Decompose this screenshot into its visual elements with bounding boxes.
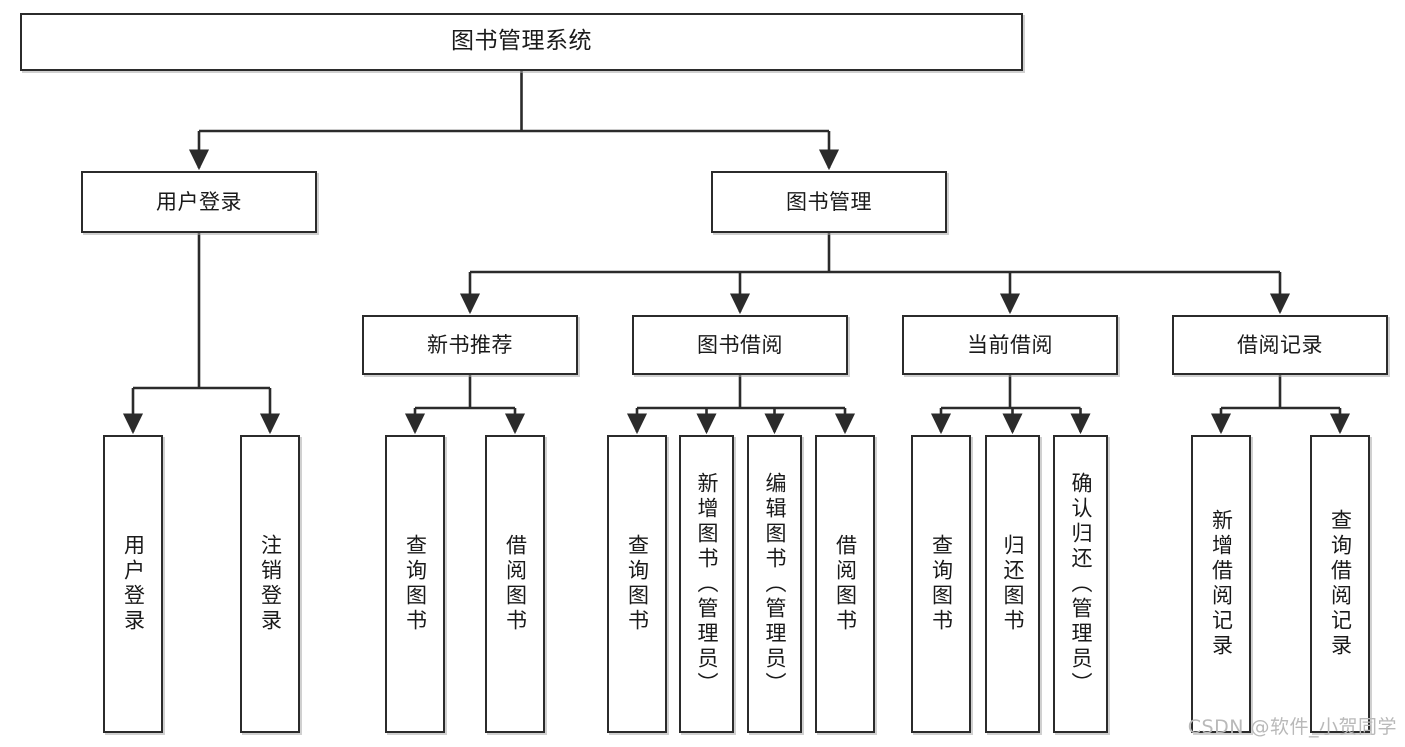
watermark-text: CSDN @软件_小贺同学 [1187,716,1397,738]
node-label: 查询图书 [625,534,650,634]
node-label: 图书借阅 [697,332,783,357]
node-leaf-query-book-3[interactable]: 查询图书 [911,435,971,733]
node-label: 图书管理系统 [451,28,592,55]
node-leaf-user-login[interactable]: 用户登录 [103,435,163,733]
node-label: 查询图书 [403,534,428,634]
node-leaf-query-borrow-record[interactable]: 查询借阅记录 [1310,435,1370,733]
node-borrow-record[interactable]: 借阅记录 [1172,315,1388,375]
node-leaf-return-book[interactable]: 归还图书 [985,435,1040,733]
node-label: 借阅记录 [1237,332,1323,357]
node-leaf-query-book-2[interactable]: 查询图书 [607,435,667,733]
node-leaf-add-book-admin[interactable]: 新增图书（管理员） [679,435,734,733]
edges-group [122,71,1351,435]
node-current-borrow[interactable]: 当前借阅 [902,315,1118,375]
node-leaf-edit-book-admin[interactable]: 编辑图书（管理员） [747,435,802,733]
node-label: 查询借阅记录 [1328,509,1353,659]
node-leaf-borrow-book-1[interactable]: 借阅图书 [485,435,545,733]
node-leaf-logout-login[interactable]: 注销登录 [240,435,300,733]
node-label: 新增图书（管理员） [695,471,719,697]
node-label: 注销登录 [258,534,283,634]
node-label: 借阅图书 [833,534,858,634]
node-user-login[interactable]: 用户登录 [81,171,317,233]
node-label: 编辑图书（管理员） [763,471,787,697]
node-book-borrow[interactable]: 图书借阅 [632,315,848,375]
node-label: 确认归还（管理员） [1069,471,1093,697]
node-leaf-query-book-1[interactable]: 查询图书 [385,435,445,733]
node-label: 用户登录 [156,189,242,214]
node-new-book-recommend[interactable]: 新书推荐 [362,315,578,375]
node-label: 当前借阅 [967,332,1053,357]
node-leaf-borrow-book-2[interactable]: 借阅图书 [815,435,875,733]
node-leaf-add-borrow-record[interactable]: 新增借阅记录 [1191,435,1251,733]
node-root-system-title[interactable]: 图书管理系统 [20,13,1023,71]
node-label: 借阅图书 [503,534,528,634]
node-label: 用户登录 [121,534,146,634]
node-label: 新书推荐 [427,332,513,357]
node-leaf-confirm-return-admin[interactable]: 确认归还（管理员） [1053,435,1108,733]
node-book-manage[interactable]: 图书管理 [711,171,947,233]
node-label: 图书管理 [786,189,872,214]
node-label: 查询图书 [929,534,954,634]
node-label: 新增借阅记录 [1209,509,1234,659]
node-label: 归还图书 [1001,534,1025,634]
